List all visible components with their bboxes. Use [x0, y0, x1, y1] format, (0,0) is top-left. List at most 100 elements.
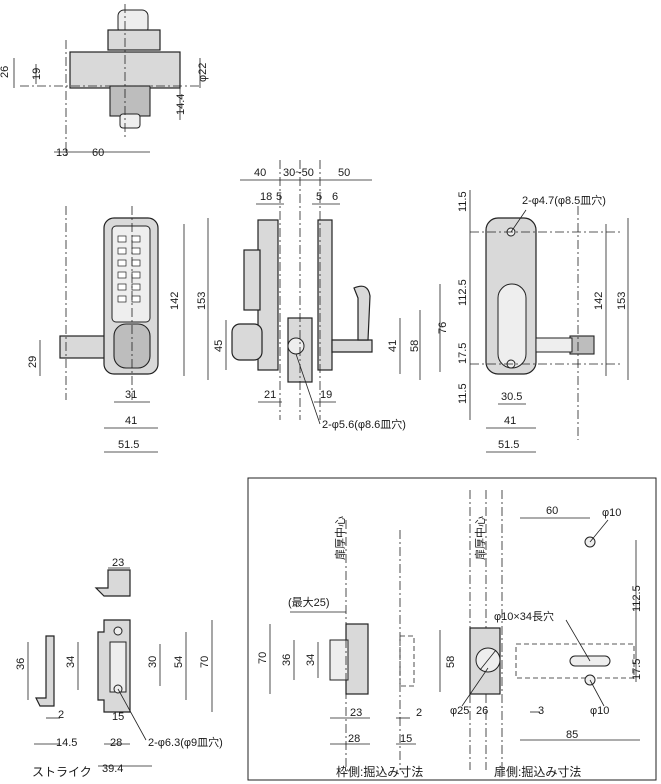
dim-51-5-back: 51.5: [498, 439, 519, 451]
dim-2-strike: 2: [58, 709, 64, 721]
side-keypad-profile: [243, 249, 261, 311]
hole-note-side: 2-φ5.6(φ8.6皿穴): [322, 417, 406, 431]
dim-36-frame: 36: [281, 654, 293, 666]
dim-15-strike: 15: [112, 711, 124, 723]
strike-screw-top: [113, 626, 123, 636]
door-center-label-door: 扉厚中心: [474, 516, 487, 560]
frame-cutout-caption: 枠側:掘込み寸法: [336, 764, 423, 779]
dim-23-strike: 23: [112, 557, 124, 569]
dim-11-5-bot: 11.5: [457, 383, 469, 404]
dim-34-frame: 34: [305, 654, 317, 666]
dim-58: 58: [409, 340, 421, 352]
back-view: 11.5 2-φ4.7(φ8.5皿穴) 112.5 142 153 17.5 1…: [457, 190, 629, 453]
dim-60-door: 60: [546, 505, 558, 517]
dim-15-frame: 15: [400, 733, 412, 745]
hole-note-strike: 2-φ6.3(φ9皿穴): [148, 735, 223, 749]
cutout-box: [247, 477, 657, 781]
door-cutout-caption: 扉側:掘込み寸法: [494, 764, 581, 779]
dim-41-side: 41: [387, 340, 399, 352]
dim-112-5-door: 112.5: [631, 585, 643, 612]
dim-phi10-bot: φ10: [590, 705, 609, 717]
dim-5b: 5: [316, 191, 322, 203]
dim-30-strike: 30: [147, 656, 159, 668]
dim-50: 50: [338, 167, 350, 179]
dim-30-5: 30.5: [501, 391, 522, 403]
dim-76: 76: [437, 322, 449, 334]
dim-phi25: φ25: [450, 705, 469, 717]
dim-29: 29: [27, 356, 39, 368]
cylinder-body: [109, 85, 151, 117]
dim-5a: 5: [276, 191, 282, 203]
top-view: 26 19 φ22 14.4 13 60: [0, 4, 209, 159]
dim-13: 13: [56, 147, 68, 159]
side-view: 40 30~50 50 18 5 5 6 45 76 41 58 21 19 2…: [213, 160, 449, 431]
dim-14-4: 14.4: [175, 94, 187, 115]
dim-30-50: 30~50: [283, 167, 314, 179]
dim-51-5: 51.5: [118, 439, 139, 451]
dim-60: 60: [92, 147, 104, 159]
dim-28-strike: 28: [110, 737, 122, 749]
dim-85: 85: [566, 729, 578, 741]
dim-58-door: 58: [445, 656, 457, 668]
keypad-buttons: [117, 235, 141, 303]
dim-70-frame: 70: [257, 652, 269, 664]
lock-case-top: [107, 29, 161, 51]
dim-153: 153: [196, 292, 208, 310]
door-side-cutout: 扉厚中心 60 φ10 φ10×34長穴 112.5 58 17.5 φ25 2…: [439, 490, 643, 779]
frame-recess: [329, 639, 349, 681]
side-outer-handle: [231, 323, 263, 361]
dim-142-back: 142: [593, 292, 605, 310]
frame-strike-profile: [345, 623, 369, 695]
inner-knob: [119, 113, 141, 129]
side-spindle-hole: [287, 337, 305, 355]
dim-54-strike: 54: [173, 656, 185, 668]
frame-side-cutout: 扉厚中心 (最大25) 70 36 34 23 28 2 15 枠側:掘込み寸法: [257, 516, 423, 779]
dim-14-5: 14.5: [56, 737, 77, 749]
dim-3-door: 3: [538, 705, 544, 717]
side-spindle: [331, 339, 373, 353]
dim-36-strike: 36: [15, 658, 27, 670]
dim-19-side: 19: [320, 389, 332, 401]
door-center-label-frame: 扉厚中心: [334, 516, 347, 560]
door-mortise-dashed: [515, 643, 635, 679]
dim-26: 26: [0, 66, 11, 78]
dim-41-back: 41: [504, 415, 516, 427]
dim-6: 6: [332, 191, 338, 203]
dim-21: 21: [264, 389, 276, 401]
dim-19: 19: [31, 68, 43, 80]
latch-bolt-back: [569, 335, 595, 355]
dim-26-door: 26: [476, 705, 488, 717]
hole-note-back: 2-φ4.7(φ8.5皿穴): [522, 193, 606, 207]
side-case-inner: [317, 219, 333, 371]
dim-17-5-door: 17.5: [631, 659, 643, 680]
dim-142: 142: [169, 292, 181, 310]
dim-40: 40: [254, 167, 266, 179]
dim-11-5-top: 11.5: [457, 191, 469, 212]
strike-views: 23 36 2 14.5 34 30 54 70 15 28 2-φ6.3(φ9…: [15, 557, 223, 779]
side-thumbturn: [353, 285, 371, 341]
front-view: 142 153 29 31 41 51.5: [27, 206, 209, 453]
dim-phi22: φ22: [197, 63, 209, 82]
dim-153-back: 153: [616, 292, 628, 310]
dim-45: 45: [213, 340, 225, 352]
slot-note: φ10×34長穴: [494, 609, 554, 623]
dim-phi10-top: φ10: [602, 507, 621, 519]
dim-18: 18: [260, 191, 272, 203]
dim-17-5: 17.5: [457, 343, 469, 364]
dim-39-4: 39.4: [102, 763, 123, 775]
dim-112-5: 112.5: [457, 279, 469, 306]
dim-23-frame: 23: [350, 707, 362, 719]
strike-top-profile: [94, 569, 131, 597]
strike-side-profile: [35, 635, 55, 707]
dim-28-frame: 28: [348, 733, 360, 745]
back-thumbturn: [497, 283, 527, 369]
dim-34-strike: 34: [65, 656, 77, 668]
dim-41: 41: [125, 415, 137, 427]
back-latch-case: [535, 337, 573, 353]
max-25: (最大25): [288, 595, 330, 609]
frame-mortise-dashed: [399, 635, 415, 687]
dim-70-strike: 70: [199, 656, 211, 668]
strike-caption: ストライク: [32, 765, 92, 779]
dim-2-frame: 2: [416, 707, 422, 719]
